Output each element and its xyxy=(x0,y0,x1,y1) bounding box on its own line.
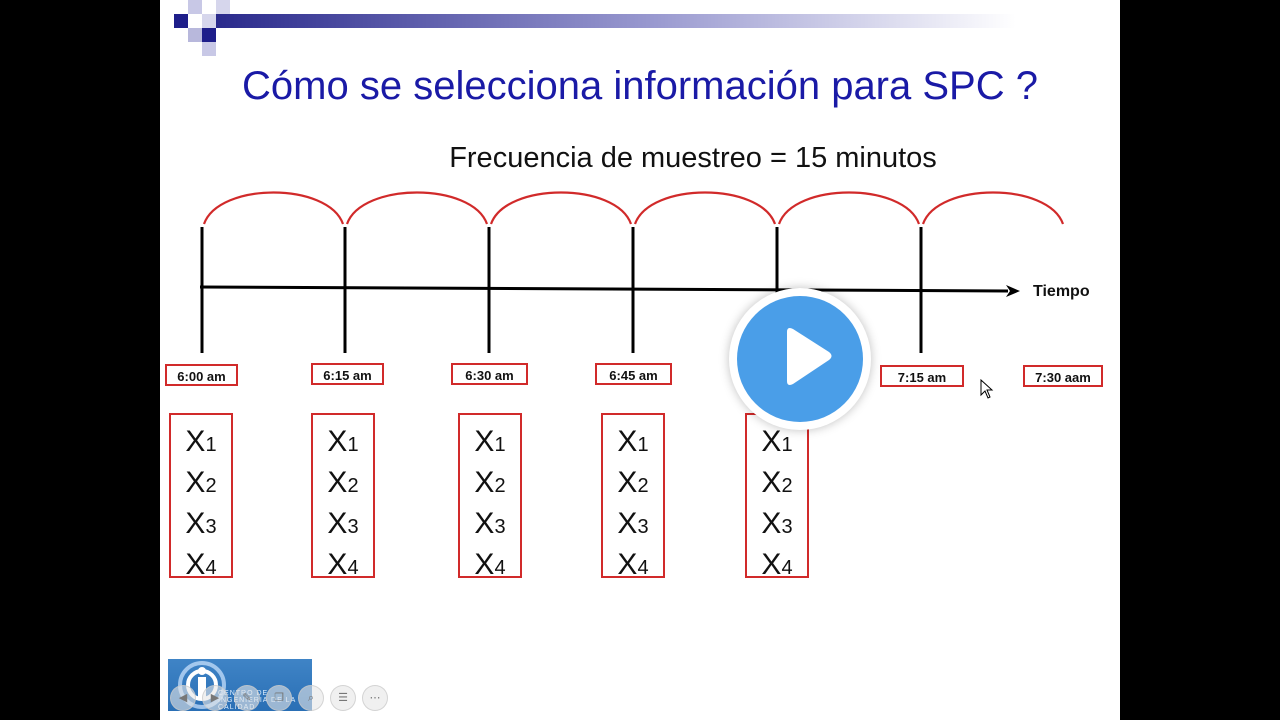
time-label: 6:45 am xyxy=(595,363,672,385)
corner-decoration xyxy=(174,0,1016,56)
variable-letter: X xyxy=(474,425,495,458)
interval-arc xyxy=(202,191,345,225)
more-icon[interactable]: ⋯ xyxy=(362,685,388,711)
copy-icon[interactable]: ❐ xyxy=(266,685,292,711)
interval-arcs xyxy=(202,191,1065,225)
variable-subscript: 2 xyxy=(347,475,359,497)
variable-subscript: 3 xyxy=(781,516,793,538)
variable-subscript: 4 xyxy=(781,557,793,579)
mouse-cursor-icon xyxy=(980,379,994,399)
time-label: 6:30 am xyxy=(451,363,528,385)
presentation-slide: Cómo se selecciona información para SPC … xyxy=(160,0,1120,720)
sample-variable: X4 xyxy=(460,546,520,587)
time-label: 6:00 am xyxy=(165,364,238,386)
variable-subscript: 2 xyxy=(494,475,506,497)
sample-variable: X1 xyxy=(603,423,663,464)
sample-variable: X3 xyxy=(747,505,807,546)
sample-variable: X2 xyxy=(171,464,231,505)
prev-icon[interactable]: ◀ xyxy=(170,685,196,711)
variable-letter: X xyxy=(761,425,782,458)
time-label: 7:15 am xyxy=(880,365,964,387)
time-axis xyxy=(199,284,1020,297)
sample-variable: X2 xyxy=(747,464,807,505)
timeline-diagram xyxy=(199,191,1065,353)
time-label: 7:30 aam xyxy=(1023,365,1103,387)
variable-letter: X xyxy=(474,466,495,499)
zoom-icon[interactable]: ⌕ xyxy=(298,685,324,711)
interval-arc xyxy=(777,191,921,225)
variable-subscript: 4 xyxy=(494,557,506,579)
variable-letter: X xyxy=(474,507,495,540)
variable-subscript: 1 xyxy=(781,434,793,456)
variable-letter: X xyxy=(185,425,206,458)
variable-letter: X xyxy=(617,548,638,581)
variable-letter: X xyxy=(327,548,348,581)
variable-subscript: 1 xyxy=(637,434,649,456)
sample-variable: X4 xyxy=(313,546,373,587)
sample-variable: X4 xyxy=(603,546,663,587)
variable-letter: X xyxy=(761,466,782,499)
variable-subscript: 4 xyxy=(347,557,359,579)
menu-icon[interactable]: ☰ xyxy=(330,685,356,711)
variable-letter: X xyxy=(617,507,638,540)
play-icon xyxy=(787,328,832,385)
slide-title: Cómo se selecciona información para SPC … xyxy=(242,64,1038,108)
variable-subscript: 1 xyxy=(494,434,506,456)
play-button[interactable] xyxy=(729,288,871,430)
interval-arc xyxy=(921,191,1065,225)
pen-icon[interactable]: ✎ xyxy=(234,685,260,711)
sample-variable: X3 xyxy=(460,505,520,546)
variable-subscript: 2 xyxy=(205,475,217,497)
variable-subscript: 1 xyxy=(347,434,359,456)
variable-subscript: 3 xyxy=(347,516,359,538)
sample-variable: X3 xyxy=(171,505,231,546)
sample-variable: X2 xyxy=(313,464,373,505)
variable-letter: X xyxy=(185,507,206,540)
variable-letter: X xyxy=(617,466,638,499)
variable-letter: X xyxy=(474,548,495,581)
sample-variable: X3 xyxy=(313,505,373,546)
sample-variable: X1 xyxy=(313,423,373,464)
variable-letter: X xyxy=(185,548,206,581)
interval-arc xyxy=(633,191,777,225)
variable-letter: X xyxy=(327,425,348,458)
variable-letter: X xyxy=(327,507,348,540)
time-label: 6:15 am xyxy=(311,363,384,385)
sample-variable: X1 xyxy=(460,423,520,464)
slideshow-controls: ◀▶✎❐⌕☰⋯ xyxy=(170,685,388,711)
sample-variable: X3 xyxy=(603,505,663,546)
interval-arc xyxy=(345,191,489,225)
sample-variable: X2 xyxy=(603,464,663,505)
variable-subscript: 3 xyxy=(205,516,217,538)
next-icon[interactable]: ▶ xyxy=(202,685,228,711)
sampling-frequency-heading: Frecuencia de muestreo = 15 minutos xyxy=(449,142,937,174)
variable-subscript: 4 xyxy=(637,557,649,579)
variable-letter: X xyxy=(327,466,348,499)
sample-variable: X2 xyxy=(460,464,520,505)
variable-letter: X xyxy=(761,507,782,540)
variable-subscript: 2 xyxy=(781,475,793,497)
play-button-face xyxy=(737,296,863,422)
variable-subscript: 2 xyxy=(637,475,649,497)
variable-letter: X xyxy=(761,548,782,581)
sample-variable: X4 xyxy=(171,546,231,587)
variable-letter: X xyxy=(185,466,206,499)
sample-variable: X1 xyxy=(747,423,807,464)
interval-arc xyxy=(489,191,633,225)
variable-subscript: 3 xyxy=(494,516,506,538)
axis-label-tiempo: Tiempo xyxy=(1033,283,1090,300)
sample-variable: X4 xyxy=(747,546,807,587)
variable-subscript: 3 xyxy=(637,516,649,538)
variable-subscript: 1 xyxy=(205,434,217,456)
sample-variable: X1 xyxy=(171,423,231,464)
variable-letter: X xyxy=(617,425,638,458)
variable-subscript: 4 xyxy=(205,557,217,579)
